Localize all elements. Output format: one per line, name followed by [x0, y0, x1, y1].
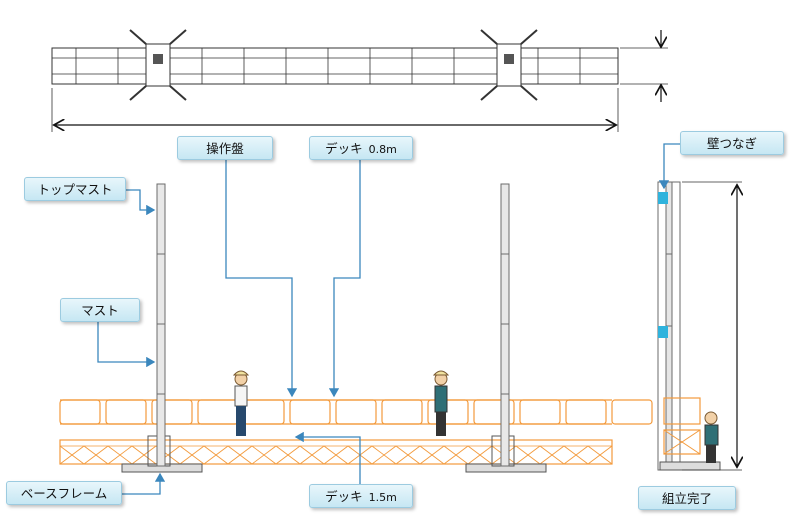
label-completed: 組立完了 [638, 486, 736, 510]
truss-brace [179, 445, 205, 465]
deck-lower-truss [59, 439, 613, 465]
plan-view [51, 29, 668, 132]
truss-brace [419, 445, 445, 465]
callout-lines [97, 143, 680, 495]
truss-brace [59, 445, 85, 465]
guardrail-panel [381, 399, 423, 425]
guardrail-panel [243, 399, 285, 425]
guardrail-panel [611, 399, 653, 425]
truss-brace [323, 445, 349, 465]
truss-brace [299, 445, 325, 465]
truss-brace [443, 445, 469, 465]
label-top-mast: トップマスト [24, 177, 126, 201]
guardrail-panel [105, 399, 147, 425]
side-elevation [657, 181, 742, 471]
mast-right [500, 183, 510, 467]
truss-brace [275, 445, 301, 465]
truss-brace [563, 445, 589, 465]
deck-upper-guardrail [59, 399, 653, 425]
truss-brace [203, 445, 229, 465]
worker-right [432, 370, 450, 436]
guardrail-panel [427, 399, 469, 425]
truss-brace [83, 445, 109, 465]
truss-brace [467, 445, 493, 465]
guardrail-panel [59, 399, 101, 425]
wall-tie-lower [658, 326, 668, 338]
guardrail-panel [289, 399, 331, 425]
plan-mast-left [129, 29, 187, 101]
mast-left [156, 183, 166, 467]
guardrail-panel [151, 399, 193, 425]
truss-brace [131, 445, 157, 465]
guardrail-panel [197, 399, 239, 425]
truss-brace [515, 445, 541, 465]
guardrail-panel [335, 399, 377, 425]
guardrail-panel [565, 399, 607, 425]
label-wall-tie: 壁つなぎ [680, 131, 784, 155]
label-mast: マスト [60, 298, 140, 322]
truss-brace [539, 445, 565, 465]
truss-brace [371, 445, 397, 465]
truss-brace [587, 445, 613, 465]
guardrail-panel [473, 399, 515, 425]
front-elevation [59, 183, 653, 473]
wall-tie-upper [658, 192, 668, 204]
label-base-frame: ベースフレーム [6, 481, 122, 505]
truss-brace [227, 445, 253, 465]
truss-brace [251, 445, 277, 465]
guardrail-panel [519, 399, 561, 425]
plan-mast-right [480, 29, 538, 101]
worker-left [232, 370, 250, 436]
worker-side [704, 411, 719, 463]
label-control-panel: 操作盤 [177, 136, 273, 160]
truss-brace [107, 445, 133, 465]
truss-brace [395, 445, 421, 465]
